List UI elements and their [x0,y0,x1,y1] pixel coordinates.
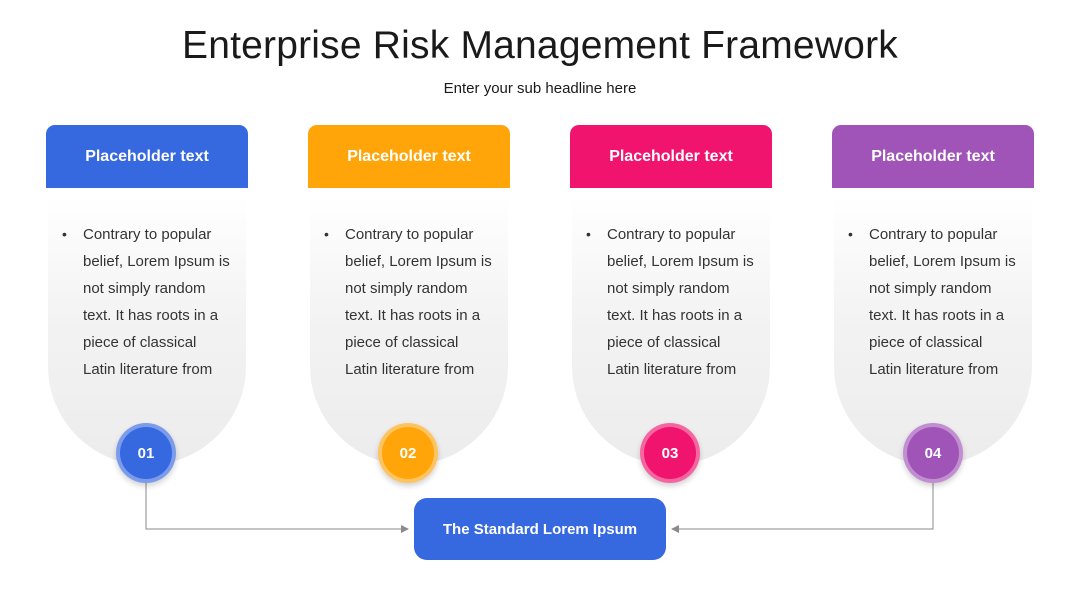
card-body [48,197,246,465]
connector-left [145,483,409,533]
card-header: Placeholder text [832,125,1034,188]
card-text: • Contrary to popular belief, Lorem Ipsu… [62,221,233,383]
page-title: Enterprise Risk Management Framework [182,24,898,67]
bullet-icon: • [586,226,591,242]
card-text: • Contrary to popular belief, Lorem Ipsu… [586,221,757,383]
card-body [310,197,508,465]
card-02: Placeholder text • Contrary to popular b… [308,125,510,470]
card-body [834,197,1032,465]
card-text: • Contrary to popular belief, Lorem Ipsu… [324,221,495,383]
card-text-content: Contrary to popular belief, Lorem Ipsum … [607,226,754,378]
card-01: Placeholder text • Contrary to popular b… [46,125,248,470]
page-subtitle: Enter your sub headline here [443,80,637,97]
card-text: • Contrary to popular belief, Lorem Ipsu… [848,221,1019,383]
bullet-icon: • [62,226,67,242]
step-badge-04: 04 [903,423,963,483]
card-text-content: Contrary to popular belief, Lorem Ipsum … [869,226,1016,378]
bullet-icon: • [848,226,853,242]
card-03: Placeholder text • Contrary to popular b… [570,125,772,470]
step-badge-02: 02 [378,423,438,483]
bullet-icon: • [324,226,329,242]
card-header: Placeholder text [46,125,248,188]
card-text-content: Contrary to popular belief, Lorem Ipsum … [83,226,230,378]
card-header: Placeholder text [308,125,510,188]
card-text-content: Contrary to popular belief, Lorem Ipsum … [345,226,492,378]
center-box: The Standard Lorem Ipsum [414,498,666,560]
card-body [572,197,770,465]
card-04: Placeholder text • Contrary to popular b… [832,125,1034,470]
step-badge-03: 03 [640,423,700,483]
connector-right [671,483,934,533]
step-badge-01: 01 [116,423,176,483]
card-header: Placeholder text [570,125,772,188]
